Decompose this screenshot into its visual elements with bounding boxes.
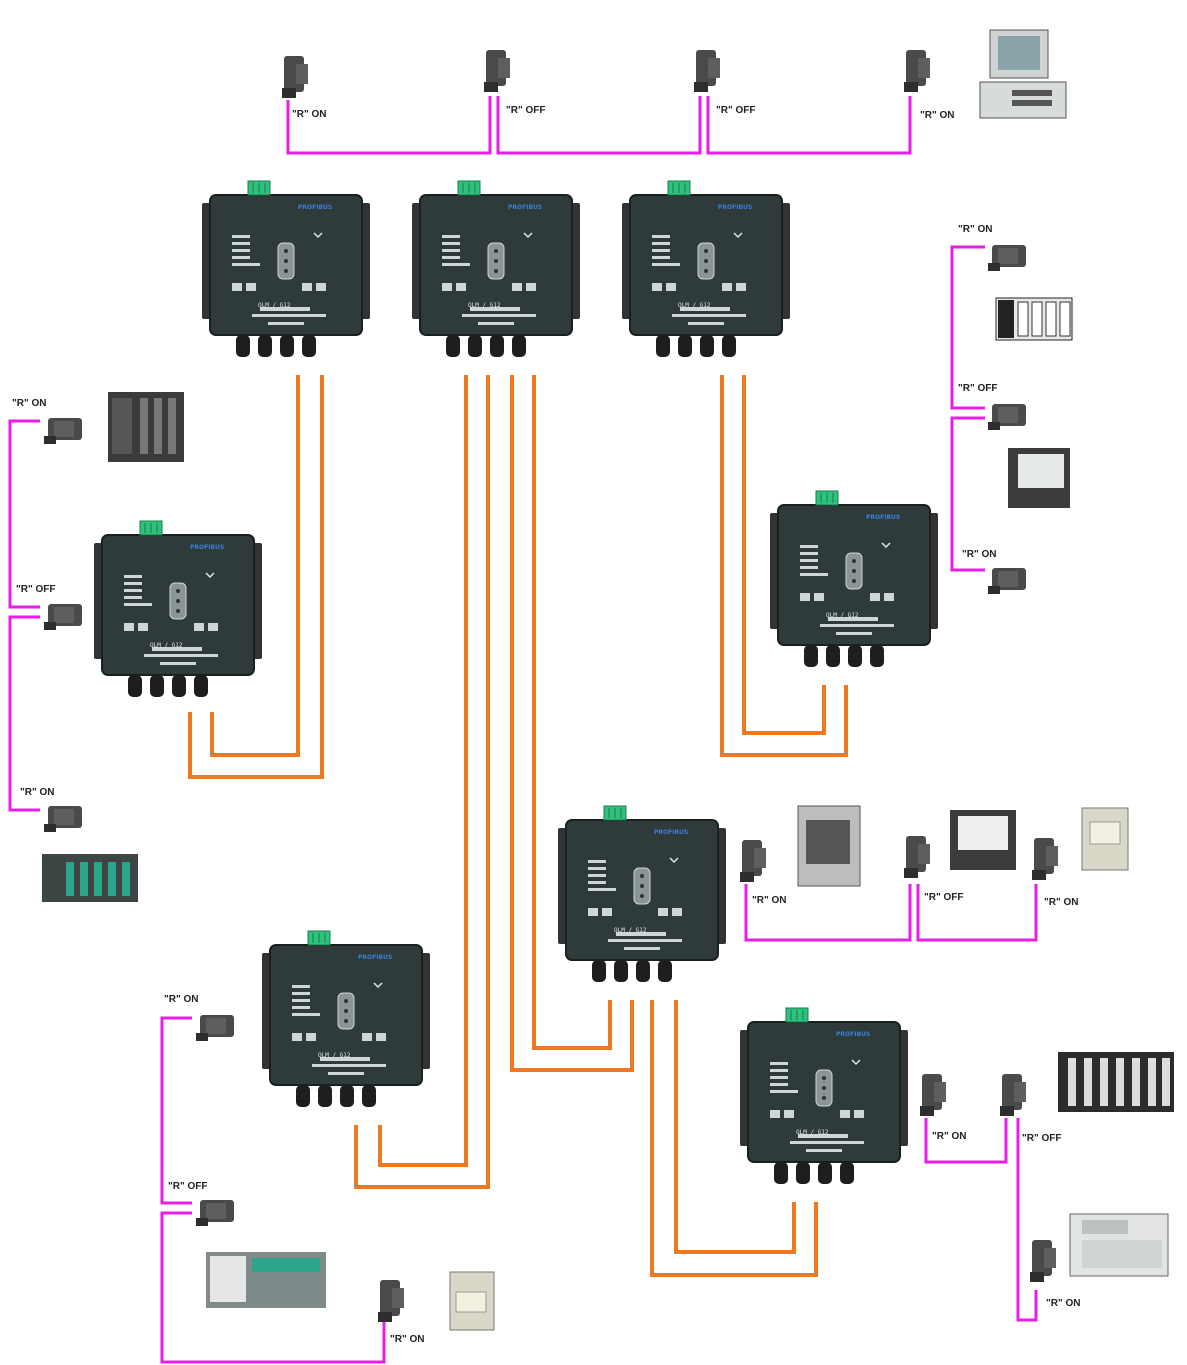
repeater-top-2: PROFIBUS OLM / G12 (412, 181, 580, 357)
terminator-label: "R" ON (390, 1334, 424, 1345)
connector-icon (920, 1074, 946, 1116)
repeater-brand: PROFIBUS (718, 204, 752, 211)
io-module-icon (1082, 808, 1128, 870)
terminator-label: "R" ON (932, 1131, 966, 1142)
connector-icon (282, 56, 308, 98)
repeater-bottom-right: PROFIBUS OLM / G12 (740, 1008, 908, 1184)
repeater-model: OLM / G12 (318, 1052, 351, 1059)
terminator-label: "R" ON (164, 994, 198, 1005)
repeater-brand: PROFIBUS (298, 204, 332, 211)
io-module-icon (450, 1272, 494, 1330)
repeater-brand: PROFIBUS (654, 829, 688, 836)
connector-icon (1000, 1074, 1026, 1116)
connector-icon (196, 1200, 234, 1226)
plc-rack-icon (1058, 1052, 1174, 1112)
connector-icon (484, 50, 510, 92)
connector-icon (988, 568, 1026, 594)
terminator-label: "R" ON (920, 110, 954, 121)
repeater-model: OLM / G12 (258, 302, 291, 309)
repeater-top-1: PROFIBUS OLM / G12 (202, 181, 370, 357)
terminator-label: "R" ON (1046, 1298, 1080, 1309)
repeater-left: PROFIBUS OLM / G12 (94, 521, 262, 697)
repeater-brand: PROFIBUS (508, 204, 542, 211)
repeater-brand: PROFIBUS (358, 954, 392, 961)
terminator-label: "R" ON (12, 398, 46, 409)
terminator-label: "R" OFF (958, 383, 997, 394)
repeater-brand: PROFIBUS (836, 1031, 870, 1038)
terminator-label: "R" OFF (506, 105, 545, 116)
repeater-model: OLM / G12 (614, 927, 647, 934)
repeater-model: OLM / G12 (150, 642, 183, 649)
pc-workstation-icon (980, 30, 1066, 118)
repeater-model: OLM / G12 (826, 612, 859, 619)
terminator-label: "R" ON (958, 224, 992, 235)
connector-icon (740, 840, 766, 882)
terminator-label: "R" ON (962, 549, 996, 560)
repeater-top-3: PROFIBUS OLM / G12 (622, 181, 790, 357)
operator-panel-icon (950, 810, 1016, 870)
plc-rack-icon (798, 806, 860, 886)
repeater-model: OLM / G12 (468, 302, 501, 309)
terminator-label: "R" OFF (16, 584, 55, 595)
connector-icon (904, 50, 930, 92)
repeater-center: PROFIBUS OLM / G12 (558, 806, 726, 982)
connector-icon (196, 1015, 234, 1041)
terminator-label: "R" ON (752, 895, 786, 906)
terminator-label: "R" ON (1044, 897, 1078, 908)
connector-icon (1030, 1240, 1056, 1282)
repeater-model: OLM / G12 (796, 1129, 829, 1136)
repeater-brand: PROFIBUS (866, 514, 900, 521)
terminator-label: "R" OFF (924, 892, 963, 903)
connector-icon (1032, 838, 1058, 880)
keypad-terminal-icon (1070, 1214, 1168, 1276)
connector-icon (378, 1280, 404, 1322)
repeater-right: PROFIBUS OLM / G12 (770, 491, 938, 667)
plc-rack-icon (108, 392, 184, 462)
io-module-icon (206, 1252, 326, 1308)
io-module-icon (42, 854, 138, 902)
terminator-label: "R" OFF (716, 105, 755, 116)
terminator-label: "R" ON (292, 109, 326, 120)
repeater-bottom-left: PROFIBUS OLM / G12 (262, 931, 430, 1107)
connector-icon (988, 404, 1026, 430)
terminator-label: "R" OFF (168, 1181, 207, 1192)
operator-panel-icon (1008, 448, 1070, 508)
connector-icon (904, 836, 930, 878)
terminator-label: "R" OFF (1022, 1133, 1061, 1144)
plc-rack-icon (996, 298, 1072, 340)
connector-icon (44, 806, 82, 832)
connector-icon (694, 50, 720, 92)
repeater-model: OLM / G12 (678, 302, 711, 309)
terminator-label: "R" ON (20, 787, 54, 798)
connector-icon (44, 604, 82, 630)
connector-icon (988, 245, 1026, 271)
connector-icon (44, 418, 82, 444)
repeater-brand: PROFIBUS (190, 544, 224, 551)
